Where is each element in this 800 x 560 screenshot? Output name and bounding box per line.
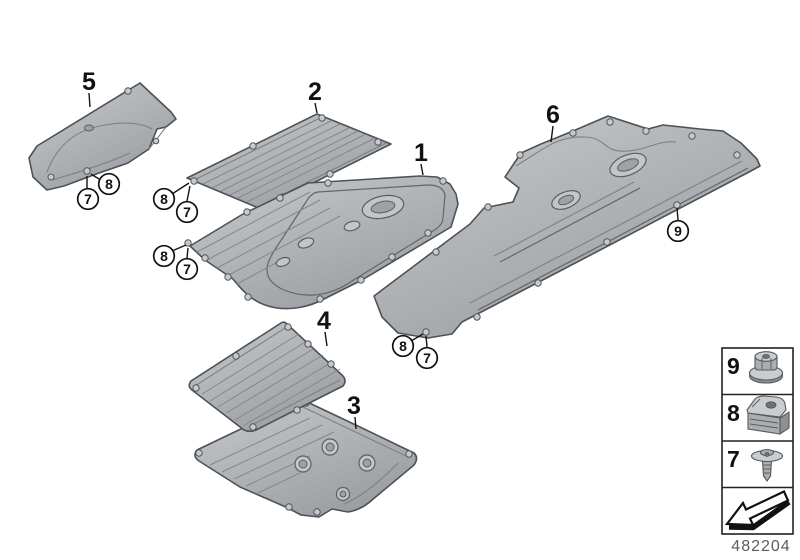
part-label-1[interactable]: 1 — [414, 139, 428, 167]
panel-6-side-underfloor-panel — [373, 115, 761, 339]
svg-text:7: 7 — [84, 191, 92, 207]
legend-row-8: 8 — [727, 395, 790, 436]
panel-4-ribs — [201, 333, 341, 427]
svg-text:8: 8 — [160, 248, 168, 264]
svg-text:9: 9 — [674, 223, 682, 239]
part-label-3[interactable]: 3 — [347, 392, 361, 420]
callout-8-part1[interactable]: 8 — [152, 244, 176, 268]
legend-number-8: 8 — [727, 400, 740, 426]
cage-nut-clip-icon — [746, 395, 790, 436]
legend-table: 9 8 7 — [721, 347, 794, 535]
panel-4-bolt-holes — [192, 323, 335, 431]
part-label-2[interactable]: 2 — [308, 78, 322, 106]
expanding-rivet-icon — [750, 448, 784, 482]
panel-1-ribs — [196, 191, 341, 285]
svg-text:8: 8 — [399, 338, 407, 354]
svg-text:8: 8 — [160, 191, 168, 207]
panel-5-bolt-holes — [47, 87, 160, 181]
callout-8-part6[interactable]: 8 — [391, 334, 415, 358]
svg-text:7: 7 — [423, 350, 431, 366]
callout-7-part2[interactable]: 7 — [175, 200, 199, 224]
panel-1-bolt-holes — [184, 177, 447, 303]
legend-number-7: 7 — [727, 446, 740, 472]
panel-1-underfloor-panel — [184, 175, 459, 310]
panel-3-bosses — [294, 438, 376, 502]
direction-of-travel-arrow-icon — [724, 490, 791, 531]
part-label-4[interactable]: 4 — [317, 307, 331, 335]
panel-2-ribs — [202, 120, 376, 203]
svg-text:8: 8 — [105, 176, 113, 192]
callout-9-part6[interactable]: 9 — [666, 219, 690, 243]
leader-lines — [86, 92, 679, 430]
panel-5-underbody-cover — [28, 82, 177, 191]
svg-text:7: 7 — [183, 204, 191, 220]
panel-6-bolt-holes — [422, 118, 741, 336]
legend-row-9: 9 — [727, 351, 784, 384]
legend-number-9: 9 — [727, 353, 740, 379]
callout-8-part2[interactable]: 8 — [152, 187, 176, 211]
callout-8-part5[interactable]: 8 — [97, 172, 121, 196]
flange-nut-icon — [748, 351, 784, 384]
callout-7-part6[interactable]: 7 — [415, 346, 439, 370]
panel-4-underfloor-panel — [188, 321, 346, 433]
legend-row-7: 7 — [727, 446, 784, 482]
part-label-5[interactable]: 5 — [82, 68, 96, 96]
part-label-6[interactable]: 6 — [546, 101, 560, 129]
svg-text:7: 7 — [183, 261, 191, 277]
doc-number: 482204 — [731, 538, 790, 555]
callout-7-part5[interactable]: 7 — [76, 187, 100, 211]
callout-7-part1[interactable]: 7 — [175, 257, 199, 281]
